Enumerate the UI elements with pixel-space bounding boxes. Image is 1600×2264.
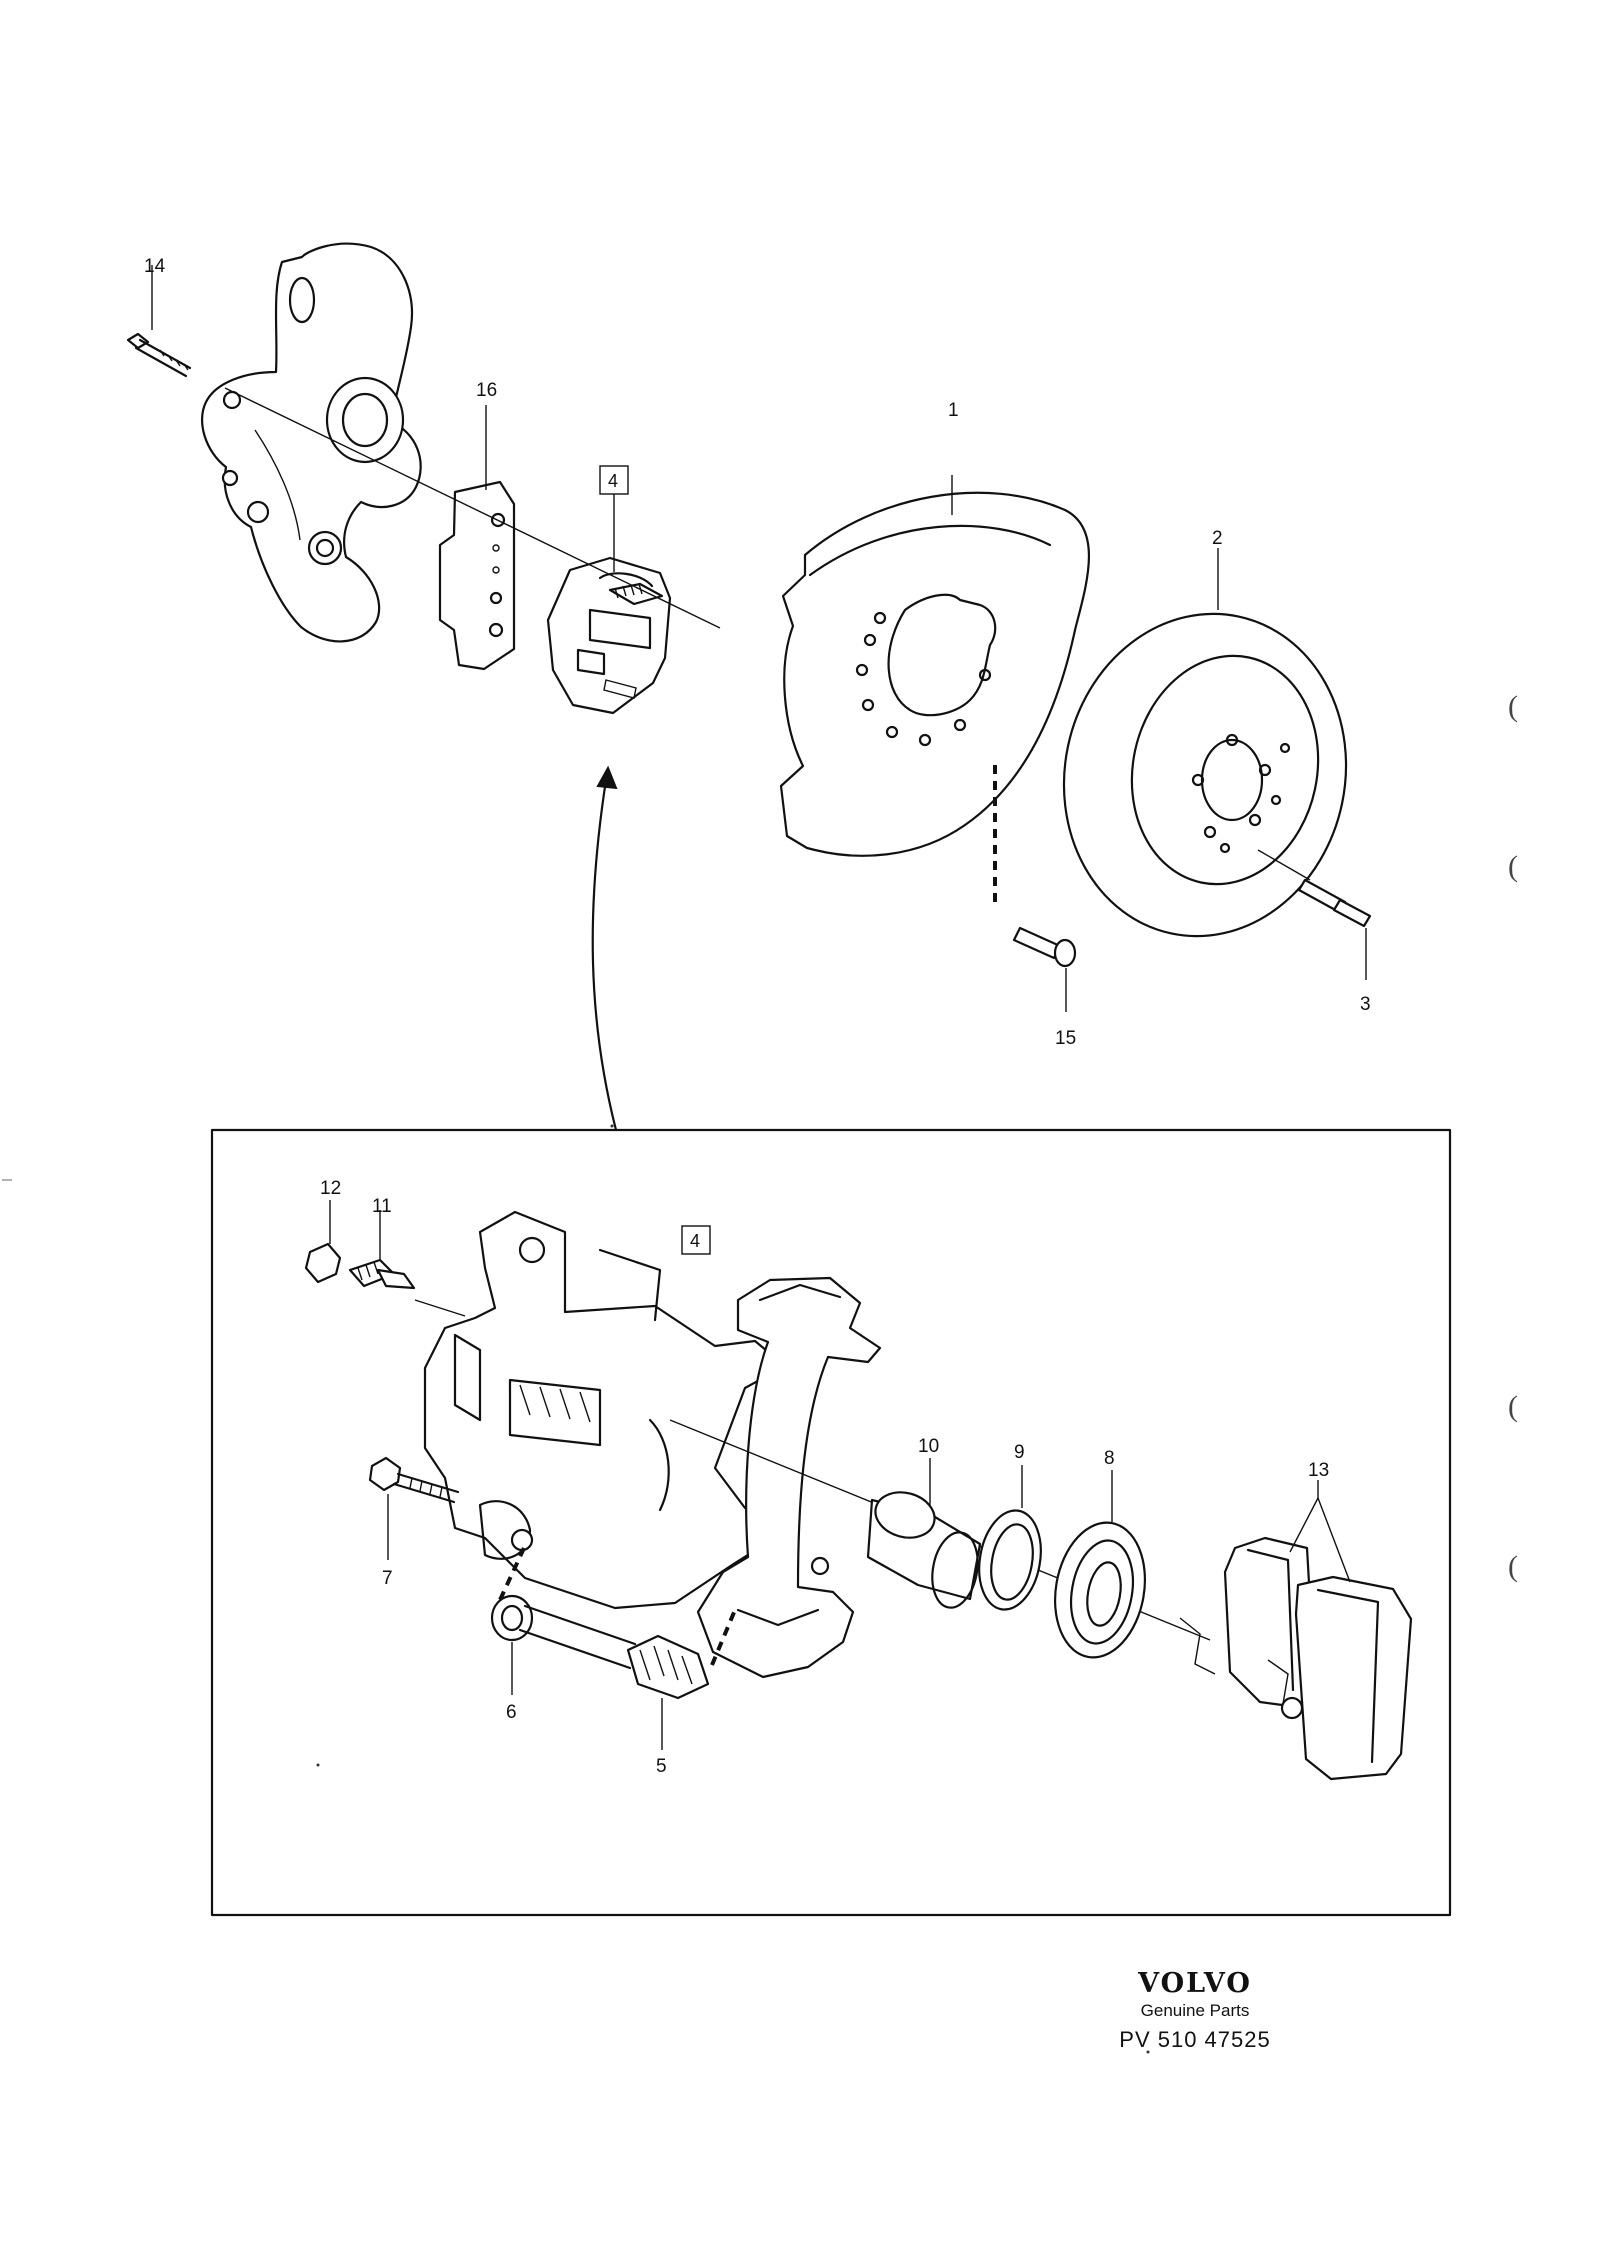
- part-2-brake-disc: [1062, 548, 1348, 938]
- part-3-wheel-stud: [1257, 849, 1372, 980]
- callout-14: 14: [144, 256, 166, 277]
- callout-4-inset: 4: [690, 1231, 700, 1251]
- margin-mark: (: [1508, 1390, 1518, 1423]
- steering-knuckle: [201, 242, 422, 643]
- part-15-screw: [1012, 926, 1077, 1012]
- caliper-housing: [423, 1210, 787, 1610]
- part-11-bleeder-screw: [348, 1210, 416, 1290]
- part-5-guide-boot: [626, 1634, 710, 1750]
- assembly-axis-line: [224, 387, 721, 629]
- footer-branding: VOLVO Genuine Parts PV 510 47525: [1090, 1968, 1300, 2053]
- callout-13: 13: [1308, 1460, 1329, 1481]
- diagram-reference-number: PV 510 47525: [1119, 2027, 1271, 2052]
- part-16-caliper-bracket: [438, 480, 516, 671]
- callout-15: 15: [1055, 1028, 1076, 1049]
- part-1-splash-shield: [779, 475, 1091, 857]
- part-6-guide-pin: [490, 1594, 637, 1695]
- brand-subtitle: Genuine Parts: [1140, 2001, 1250, 2020]
- part-10-piston: [866, 1458, 982, 1609]
- callout-8: 8: [1104, 1448, 1115, 1469]
- part-13-brake-pads: [1179, 1480, 1413, 1781]
- part-4-caliper-assembly: [546, 556, 672, 715]
- margin-mark: (: [1508, 850, 1518, 883]
- part-9-piston-seal: [978, 1465, 1042, 1611]
- pad-carrier-bracket: [696, 1276, 882, 1679]
- callout-16: 16: [476, 380, 497, 401]
- part-12-bleeder-cap: [304, 1200, 342, 1284]
- margin-mark: (: [1508, 690, 1518, 723]
- callout-4-top: 4: [608, 471, 618, 491]
- callout-12: 12: [320, 1178, 341, 1199]
- callout-11: 11: [372, 1196, 392, 1217]
- brand-logo: VOLVO: [1138, 1968, 1252, 1999]
- callout-5: 5: [656, 1756, 667, 1777]
- callout-7: 7: [382, 1568, 393, 1589]
- detail-inset-frame: [210, 1128, 1452, 1917]
- part-14-bolt: [126, 265, 192, 378]
- part-8-dust-boot: [1053, 1470, 1147, 1659]
- part-5-dashed-leader: [710, 1609, 737, 1666]
- callout-1: 1: [948, 400, 959, 421]
- callout-4-box-inset: [681, 1225, 711, 1255]
- callout-10: 10: [918, 1436, 939, 1457]
- margin-mark: (: [1508, 1550, 1518, 1583]
- callout-2: 2: [1212, 528, 1223, 549]
- callout-3: 3: [1360, 994, 1371, 1015]
- detail-arrow: [591, 765, 618, 1132]
- callout-9: 9: [1014, 1442, 1025, 1463]
- callout-6: 6: [506, 1702, 517, 1723]
- part-7-guide-bolt: [368, 1456, 460, 1560]
